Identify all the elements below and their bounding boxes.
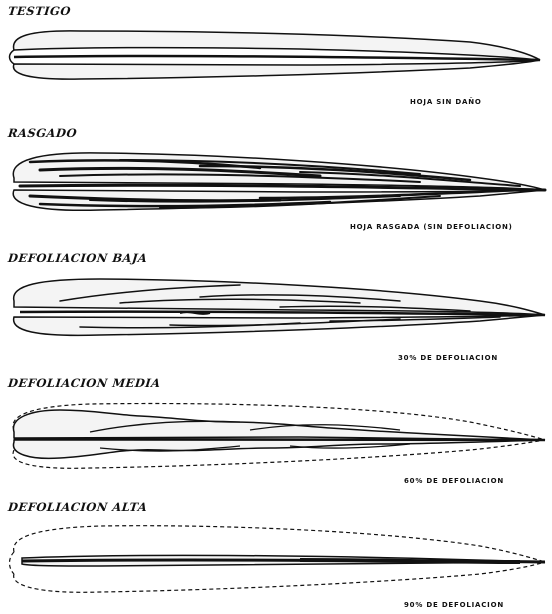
torn-leaf-illustration bbox=[0, 142, 552, 222]
panel-rasgado: RASGADO HOJA RASGADA (SIN DEFOLIACION) bbox=[0, 120, 552, 245]
panel-caption: HOJA RASGADA (SIN DEFOLIACION) bbox=[350, 223, 513, 231]
panel-caption: 60% DE DEFOLIACION bbox=[404, 477, 504, 485]
panel-defoliacion-alta: DEFOLIACION ALTA 90% DE DEFOLIACION bbox=[0, 492, 552, 614]
panel-title: RASGADO bbox=[7, 126, 78, 140]
panel-title: DEFOLIACION MEDIA bbox=[7, 376, 161, 390]
panel-title: DEFOLIACION BAJA bbox=[7, 251, 148, 265]
panel-testigo: TESTIGO HOJA SIN DAÑO bbox=[0, 0, 552, 120]
panel-caption: 30% DE DEFOLIACION bbox=[398, 354, 498, 362]
intact-leaf-illustration bbox=[0, 20, 552, 90]
high-defoliation-leaf-illustration bbox=[0, 518, 552, 600]
panel-defoliacion-baja: DEFOLIACION BAJA 30% DE DEFOLIACION bbox=[0, 245, 552, 370]
panel-title: TESTIGO bbox=[7, 4, 71, 18]
panel-defoliacion-media: DEFOLIACION MEDIA 60% DE DEFOLIACION bbox=[0, 370, 552, 492]
panel-title: DEFOLIACION ALTA bbox=[7, 500, 148, 514]
panel-caption: 90% DE DEFOLIACION bbox=[404, 601, 504, 609]
medium-defoliation-leaf-illustration bbox=[0, 392, 552, 474]
low-defoliation-leaf-illustration bbox=[0, 267, 552, 347]
panel-caption: HOJA SIN DAÑO bbox=[410, 98, 482, 106]
